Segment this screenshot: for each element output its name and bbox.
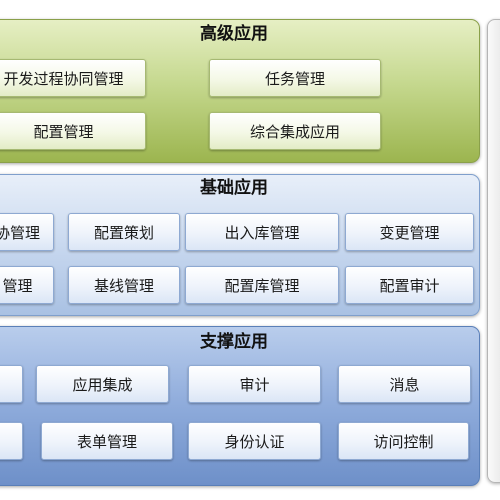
module-config-audit[interactable]: 配置审计 — [345, 266, 474, 304]
basic-layer-panel: 基础应用 协管理 配置策划 出入库管理 变更管理 管理 基线管理 配置库管理 配… — [0, 174, 480, 316]
module-config-management[interactable]: 配置管理 — [0, 112, 146, 150]
module-baseline-management[interactable]: 基线管理 — [68, 266, 180, 304]
support-layer-panel: 支撑应用 应用集成 审计 消息 表单管理 身份认证 访问控制 — [0, 326, 480, 486]
side-vertical-bar — [487, 19, 500, 483]
module-form-management[interactable]: 表单管理 — [41, 422, 173, 460]
module-audit[interactable]: 审计 — [188, 365, 321, 403]
module-application-integration[interactable]: 应用集成 — [36, 365, 169, 403]
module-dev-process-collab[interactable]: 开发过程协同管理 — [0, 59, 146, 97]
basic-layer-title: 基础应用 — [200, 178, 268, 198]
support-layer-title: 支撑应用 — [200, 332, 268, 352]
module-config-planning[interactable]: 配置策划 — [68, 213, 180, 251]
module-access-control[interactable]: 访问控制 — [338, 422, 469, 460]
module-integrated-application[interactable]: 综合集成应用 — [209, 112, 381, 150]
module-task-management[interactable]: 任务管理 — [209, 59, 381, 97]
module-message[interactable]: 消息 — [338, 365, 471, 403]
module-support-row2-partial[interactable] — [0, 422, 23, 460]
advanced-layer-title: 高级应用 — [200, 24, 268, 44]
module-identity-authentication[interactable]: 身份认证 — [188, 422, 321, 460]
module-checkin-checkout[interactable]: 出入库管理 — [185, 213, 339, 251]
module-support-row1-partial[interactable] — [0, 365, 23, 403]
module-management[interactable]: 管理 — [0, 266, 54, 304]
module-collab-management[interactable]: 协管理 — [0, 213, 54, 251]
module-change-management[interactable]: 变更管理 — [345, 213, 474, 251]
module-config-library-management[interactable]: 配置库管理 — [185, 266, 339, 304]
advanced-layer-panel: 高级应用 开发过程协同管理 任务管理 配置管理 综合集成应用 — [0, 19, 480, 163]
